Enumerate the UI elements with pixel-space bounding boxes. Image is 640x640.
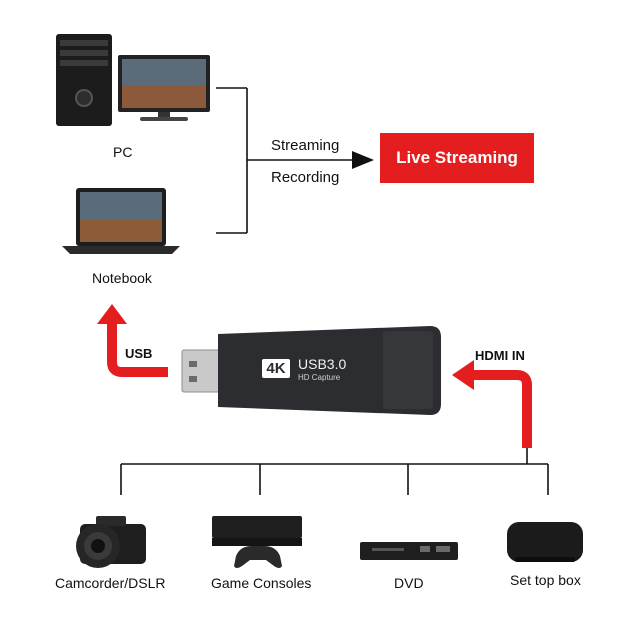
source-tree xyxy=(120,448,549,495)
set-top-box-icon xyxy=(507,522,583,562)
pc-monitor-icon xyxy=(118,55,210,121)
set-top-box-label: Set top box xyxy=(510,572,581,588)
hdmi-in-label: HDMI IN xyxy=(475,348,525,363)
hdmi-arrow-icon xyxy=(452,360,532,448)
usb-label: USB xyxy=(125,346,153,361)
capture-stick-icon xyxy=(181,326,441,415)
streaming-label: Streaming xyxy=(271,137,340,154)
pc-label: PC xyxy=(113,144,133,160)
notebook-icon xyxy=(62,188,180,254)
dvd-label: DVD xyxy=(394,575,424,591)
live-streaming-box: Live Streaming xyxy=(380,133,534,183)
camcorder-label: Camcorder/DSLR xyxy=(55,575,166,591)
arrow-to-live-icon xyxy=(352,151,374,169)
usb-arrow-icon xyxy=(97,304,168,377)
device-subtitle-text: HD Capture xyxy=(298,373,341,382)
device-4k-badge: 4K xyxy=(262,359,290,378)
game-console-icon xyxy=(212,516,302,568)
camcorder-icon xyxy=(76,516,146,568)
connector-bracket xyxy=(216,87,352,234)
recording-label: Recording xyxy=(271,169,340,186)
pc-tower-icon xyxy=(56,34,112,126)
notebook-label: Notebook xyxy=(92,270,152,286)
device-model-text: USB3.0 xyxy=(298,356,347,372)
game-consoles-label: Game Consoles xyxy=(211,575,312,591)
dvd-player-icon xyxy=(360,542,458,560)
